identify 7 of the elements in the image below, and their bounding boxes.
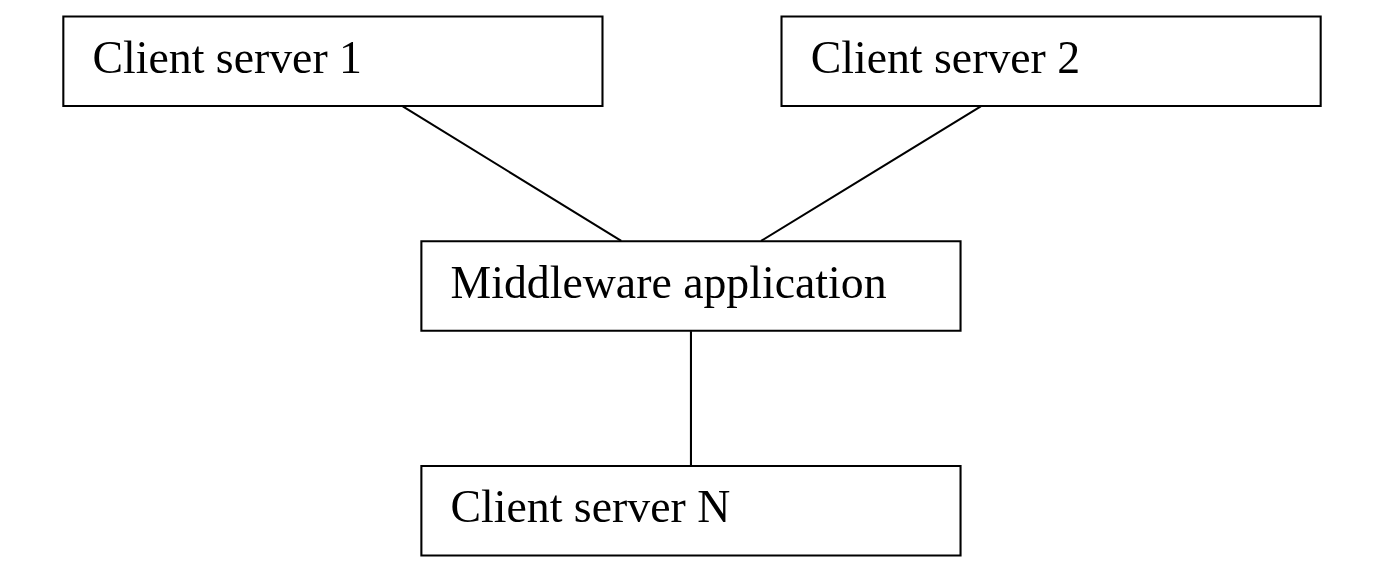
node-box: Client server N xyxy=(420,465,962,557)
node-box: Middleware application xyxy=(420,240,962,332)
node-box: Client server 2 xyxy=(780,15,1322,107)
connector xyxy=(760,105,982,242)
node-box: Client server 1 xyxy=(62,15,604,107)
connector xyxy=(689,331,692,466)
connector xyxy=(402,105,622,242)
